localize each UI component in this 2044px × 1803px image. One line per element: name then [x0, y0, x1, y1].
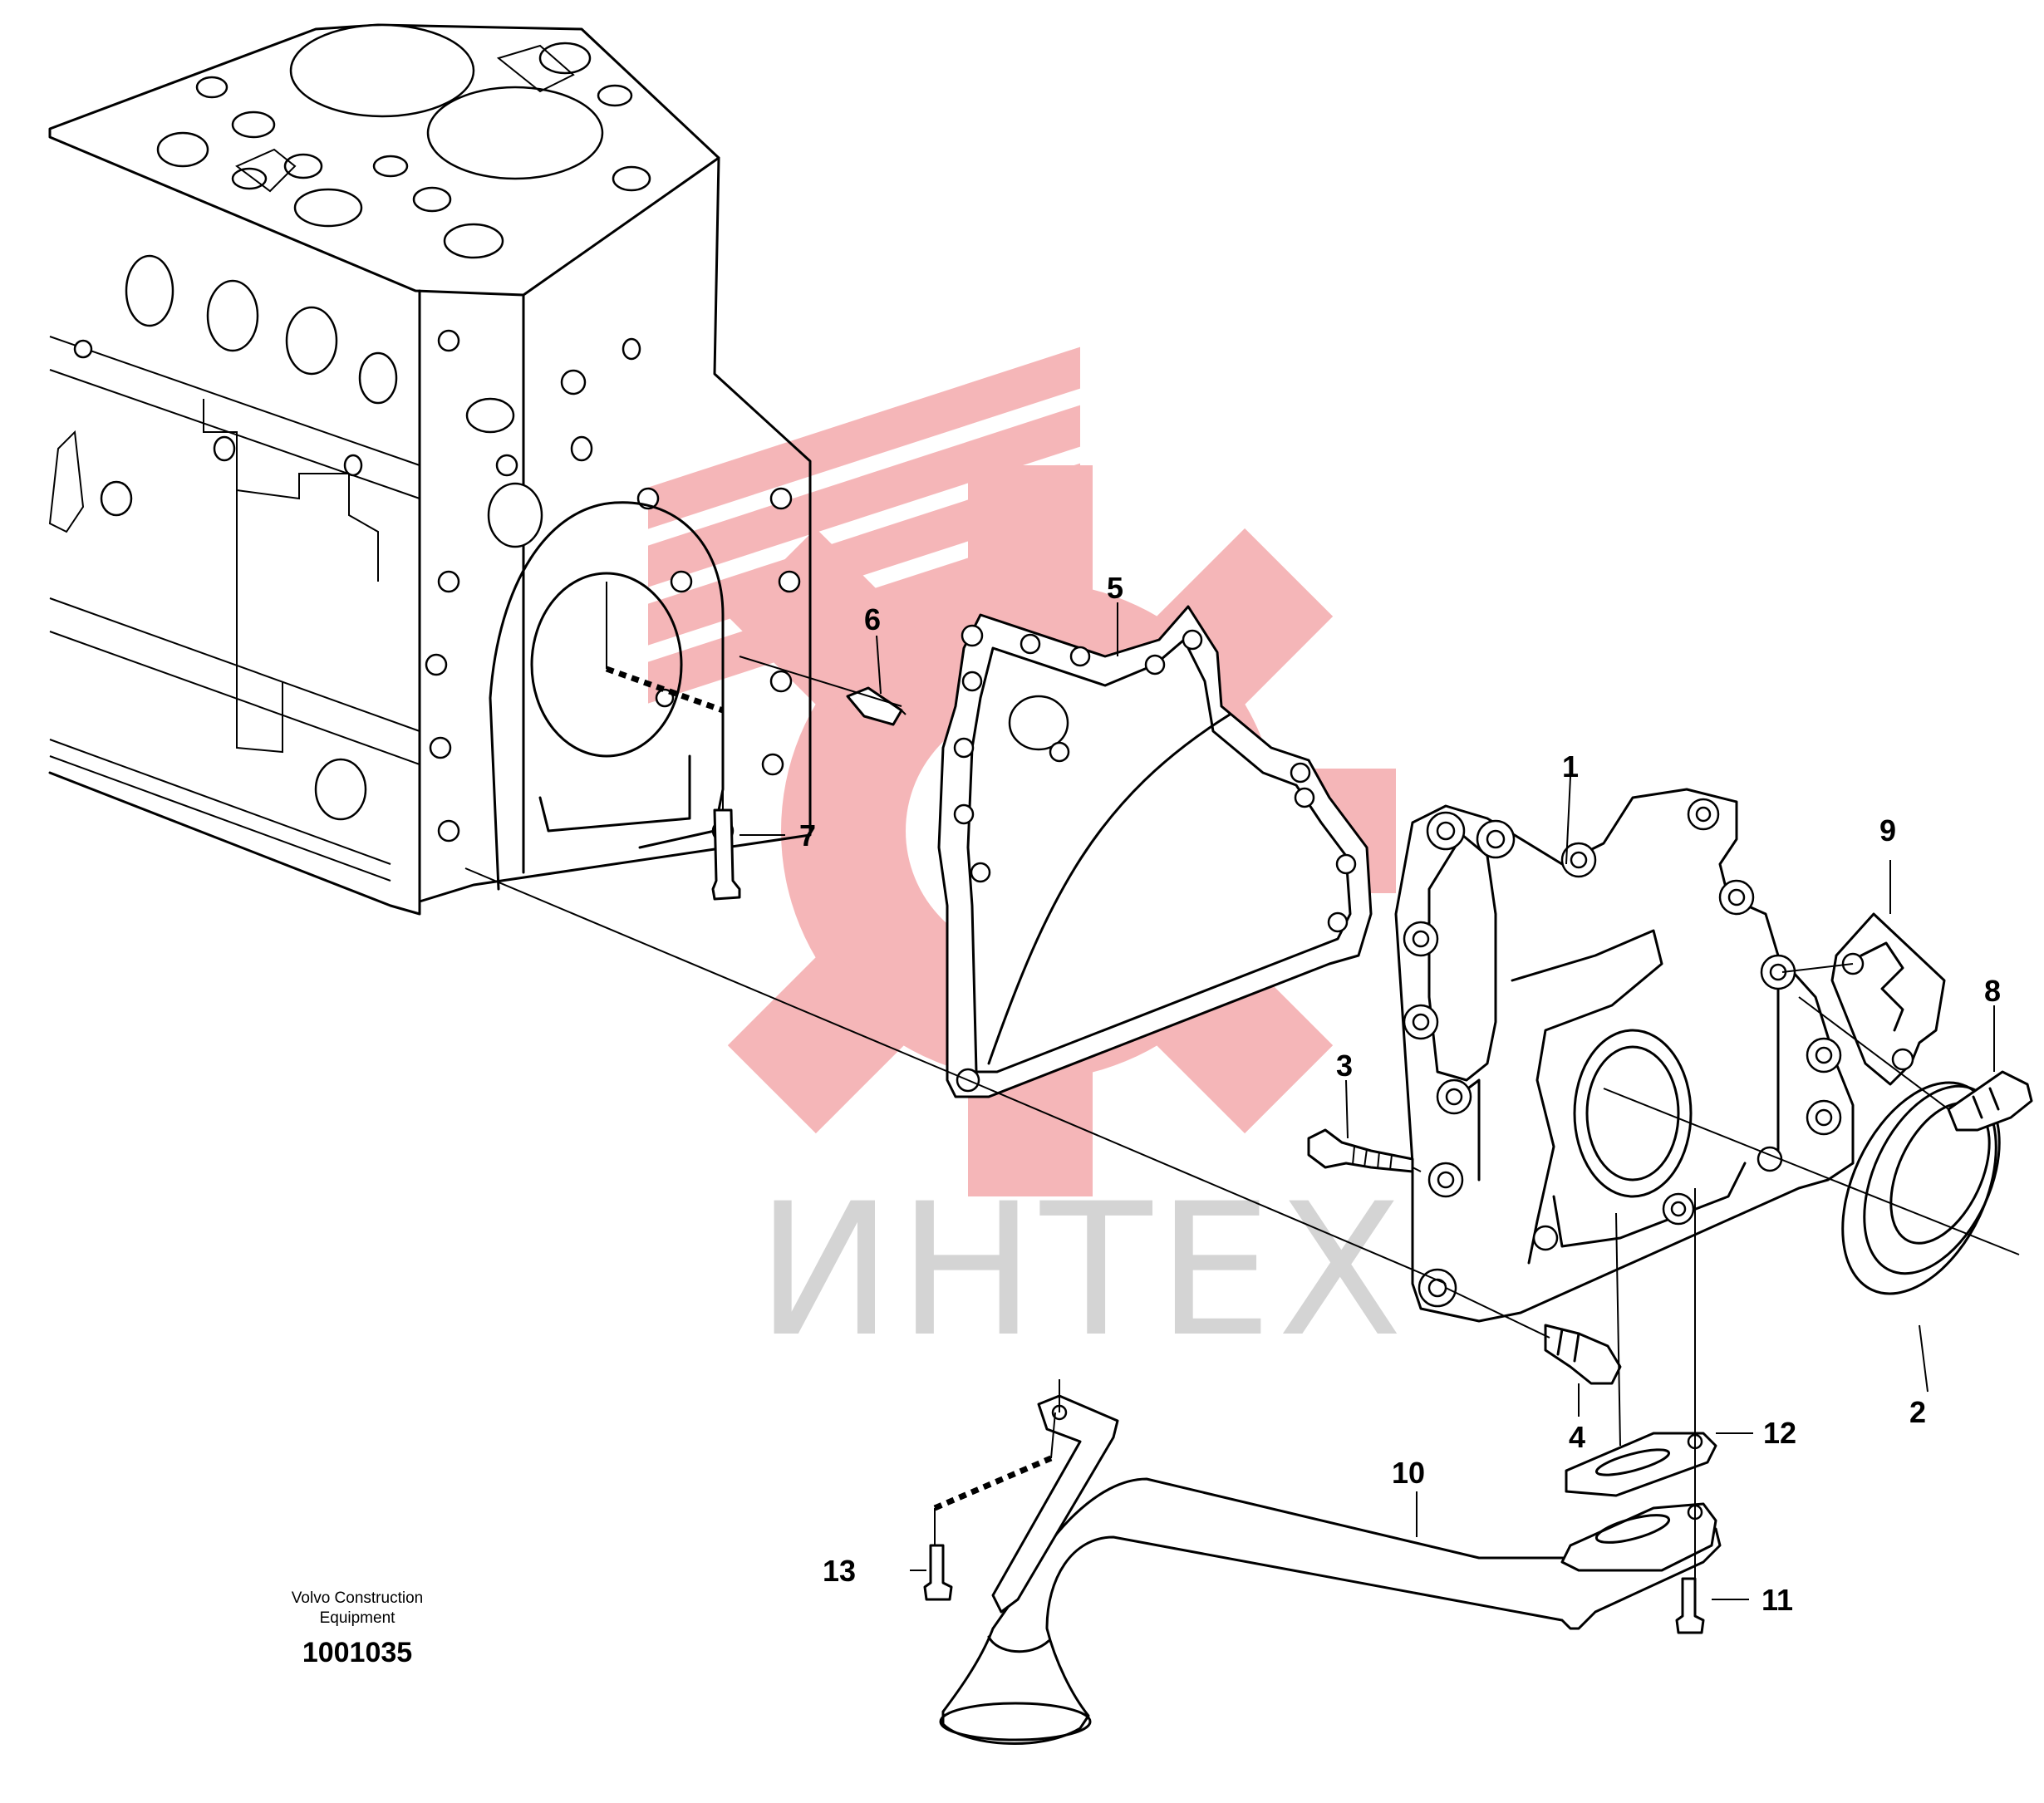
timing-cover-1 — [1394, 788, 1855, 1323]
callout-10: 10 — [1392, 1456, 1425, 1490]
bolt-13 — [923, 1544, 953, 1601]
callout-12: 12 — [1763, 1416, 1796, 1450]
publisher-footer: Volvo Construction Equipment 1001035 — [249, 1589, 465, 1669]
dashed-leader-7 — [605, 666, 725, 714]
callout-1: 1 — [1562, 749, 1579, 784]
callout-9: 9 — [1879, 813, 1896, 847]
callout-8: 8 — [1984, 974, 2001, 1008]
bolt-8 — [1947, 1070, 2033, 1132]
bolt-4 — [1544, 1324, 1622, 1385]
callout-11: 11 — [1761, 1583, 1793, 1617]
dashed-leader-13 — [933, 1455, 1053, 1511]
bolt-11 — [1675, 1577, 1705, 1634]
oil-suction-pipe-10 — [939, 1394, 1722, 1745]
illustration-code: 1001035 — [302, 1637, 413, 1668]
callout-3: 3 — [1336, 1049, 1353, 1083]
plug-7 — [711, 808, 741, 901]
alignment-lines — [464, 656, 2020, 1579]
callout-4: 4 — [1569, 1420, 1585, 1454]
callout-2: 2 — [1909, 1395, 1926, 1429]
cover-plate-9 — [1830, 912, 1946, 1086]
callout-6: 6 — [864, 602, 881, 636]
callout-13: 13 — [823, 1554, 856, 1588]
brand-line-1: Volvo Construction — [291, 1589, 424, 1607]
crankshaft-seal-2 — [1841, 1081, 2001, 1295]
callout-leaders — [739, 602, 1995, 1600]
bolt-3 — [1307, 1128, 1414, 1173]
watermark-text: ИНТЕХ — [756, 1164, 1408, 1377]
engine-block — [48, 23, 812, 916]
brand-line-2: Equipment — [319, 1609, 396, 1627]
callout-5: 5 — [1107, 571, 1123, 605]
callout-7: 7 — [799, 818, 816, 852]
dowel-pin-6 — [846, 686, 903, 726]
gasket-12 — [1565, 1432, 1717, 1497]
